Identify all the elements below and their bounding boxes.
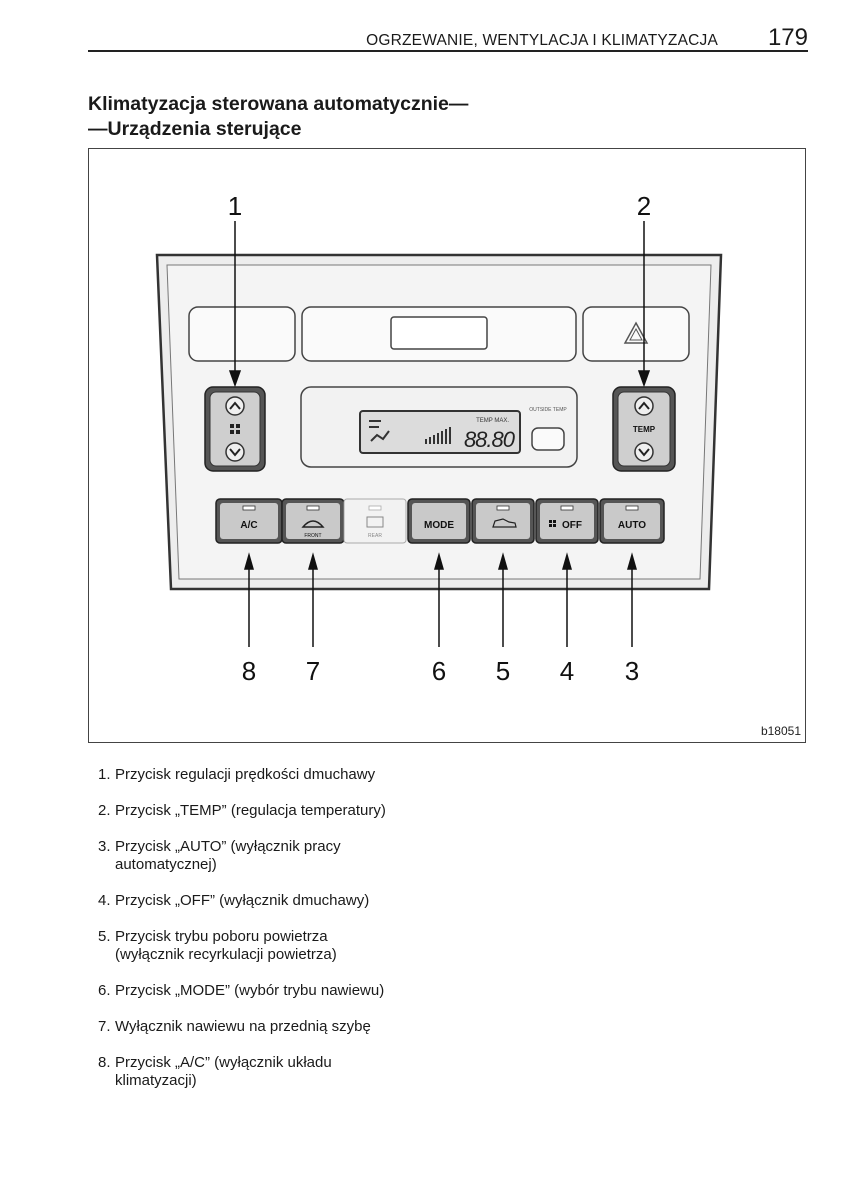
- display-digits: 88.80: [464, 427, 516, 452]
- svg-text:OFF: OFF: [562, 520, 582, 531]
- callout-6: 6: [432, 656, 446, 686]
- list-item: 6.Przycisk „MODE” (wybór trybu nawiewu): [98, 982, 385, 999]
- off-button[interactable]: OFF: [535, 498, 599, 544]
- callout-5: 5: [496, 656, 510, 686]
- control-panel-diagram: TEMP MAX. 88.80 OUTSIDE TEMP TEMP: [155, 191, 801, 738]
- callout-2: 2: [637, 191, 651, 221]
- fan-speed-button[interactable]: [204, 386, 266, 472]
- header-rule: [88, 50, 808, 52]
- clock-window: [390, 316, 488, 350]
- svg-text:FRONT: FRONT: [304, 533, 321, 539]
- front-defrost-icon: [301, 520, 325, 528]
- mode-button[interactable]: MODE: [407, 498, 471, 544]
- leader-lines: [228, 221, 651, 647]
- lcd-display: [359, 410, 521, 454]
- rear-defrost-button[interactable]: REAR: [343, 498, 407, 544]
- header-title: OGRZEWANIE, WENTYLACJA I KLIMATYZACJA: [366, 32, 718, 49]
- rear-defrost-icon: [366, 516, 384, 528]
- list-item: 5.Przycisk trybu poboru powietrza (wyłąc…: [98, 928, 337, 963]
- figure-code: b18051: [761, 724, 801, 738]
- legend-list: 1.Przycisk regulacji prędkości dmuchawy …: [98, 766, 518, 1108]
- page-number: 179: [767, 24, 808, 51]
- svg-text:MODE: MODE: [424, 520, 454, 531]
- list-item: 8.Przycisk „A/C” (wyłącznik układu klima…: [98, 1054, 332, 1089]
- page-header: OGRZEWANIE, WENTYLACJA I KLIMATYZACJA 17…: [88, 24, 808, 52]
- hazard-icon: [623, 321, 649, 344]
- temp-label: TEMP: [633, 425, 656, 434]
- recirculation-icon: [492, 518, 517, 528]
- section-title: Klimatyzacja sterowana automatycznie— —U…: [88, 92, 468, 142]
- svg-text:REAR: REAR: [368, 533, 382, 539]
- control-panel-figure: TEMP MAX. 88.80 OUTSIDE TEMP TEMP: [88, 148, 806, 743]
- callout-7: 7: [306, 656, 320, 686]
- callout-4: 4: [560, 656, 574, 686]
- right-hazard-box: [582, 306, 690, 362]
- outside-temp-button[interactable]: [531, 427, 565, 451]
- ac-button[interactable]: A/C: [215, 498, 283, 544]
- display-temp-max: TEMP MAX.: [476, 418, 509, 424]
- outside-temp-label: OUTSIDE TEMP: [529, 407, 567, 413]
- air-intake-button[interactable]: [471, 498, 535, 544]
- list-item: 3.Przycisk „AUTO” (wyłącznik pracy autom…: [98, 838, 341, 873]
- svg-text:AUTO: AUTO: [618, 520, 646, 531]
- front-defrost-button[interactable]: FRONT: [281, 498, 345, 544]
- section-title-line-2: —Urządzenia sterujące: [88, 118, 302, 140]
- airflow-icon: [369, 420, 390, 442]
- list-item: 2.Przycisk „TEMP” (regulacja temperatury…: [98, 802, 386, 819]
- fan-icon: [230, 424, 240, 434]
- left-vent-box: [188, 306, 296, 362]
- fan-speed-bars: [425, 427, 451, 444]
- temp-button[interactable]: TEMP: [612, 386, 676, 472]
- list-item: 4.Przycisk „OFF” (wyłącznik dmuchawy): [98, 892, 370, 909]
- callout-3: 3: [625, 656, 639, 686]
- fan-icon: [549, 520, 556, 527]
- svg-text:A/C: A/C: [240, 520, 257, 531]
- callout-8: 8: [242, 656, 256, 686]
- list-item: 1.Przycisk regulacji prędkości dmuchawy: [98, 766, 376, 783]
- list-item: 7.Wyłącznik nawiewu na przednią szybę: [98, 1018, 371, 1035]
- section-title-line-1: Klimatyzacja sterowana automatycznie—: [88, 93, 469, 115]
- callout-1: 1: [228, 191, 242, 221]
- auto-button[interactable]: AUTO: [599, 498, 665, 544]
